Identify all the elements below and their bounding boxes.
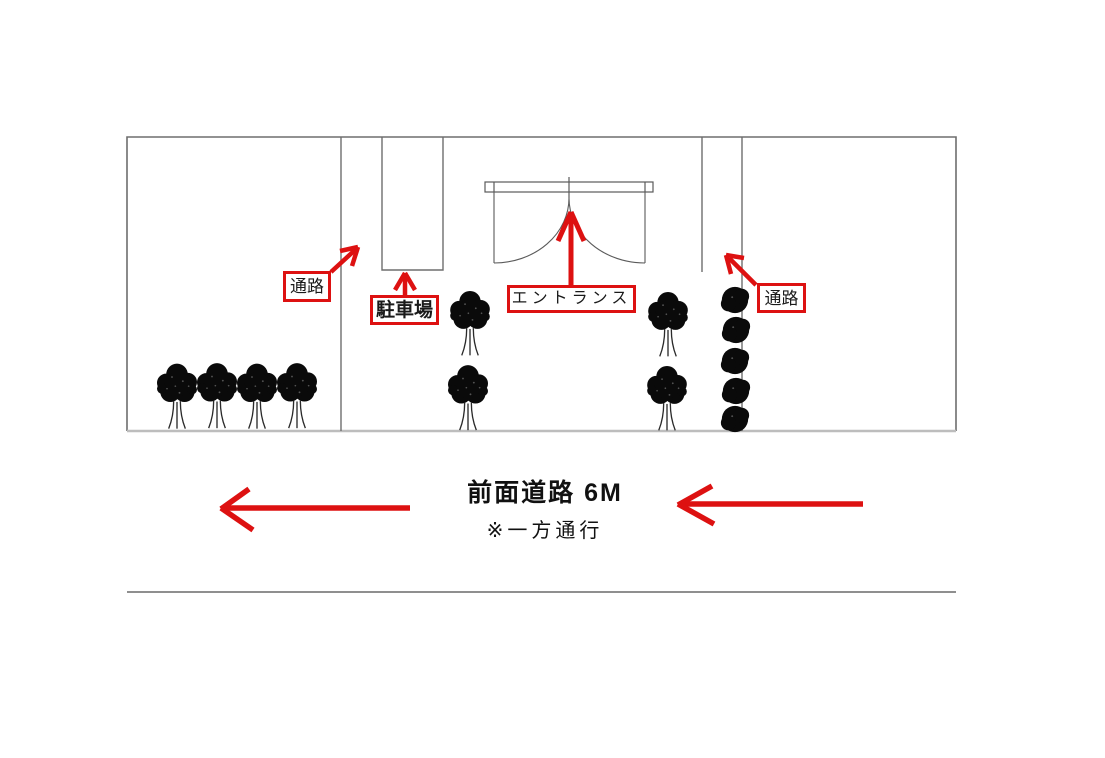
tree-icon <box>449 290 491 357</box>
parking-label: 駐車場 <box>370 295 439 325</box>
tree-row <box>156 362 318 430</box>
entrance-arrow <box>555 210 587 286</box>
tree-icon <box>236 362 278 430</box>
parking-bay <box>381 137 444 271</box>
tree-icon <box>196 362 238 429</box>
road-arrow-left <box>219 486 410 533</box>
parking-arrow <box>393 271 417 296</box>
road-arrow-right <box>676 483 863 527</box>
passage-left-arrow <box>329 244 361 274</box>
entrance-label: エントランス <box>507 285 636 313</box>
one-way-note-text: ※一方通行 <box>486 520 604 542</box>
passage-right-arrow <box>723 252 758 287</box>
bush-icon <box>720 286 750 314</box>
passage-right-label: 通路 <box>757 283 806 313</box>
tree-icon <box>646 365 688 432</box>
tree-icon <box>447 364 489 431</box>
tree-icon <box>276 362 318 429</box>
bush-icon <box>720 347 750 375</box>
entrance-door-swing <box>493 192 646 264</box>
bush-icon <box>721 377 751 405</box>
tree-icon <box>156 362 198 430</box>
bush-icon <box>720 405 750 433</box>
site-outline <box>126 136 957 431</box>
bush-column <box>720 286 751 433</box>
entrance-canopy <box>484 177 654 198</box>
passage-left-label: 通路 <box>283 271 331 302</box>
bush-icon <box>721 316 751 344</box>
tree-icon <box>647 291 689 358</box>
road-name-text: 前面道路 6M <box>467 479 623 507</box>
